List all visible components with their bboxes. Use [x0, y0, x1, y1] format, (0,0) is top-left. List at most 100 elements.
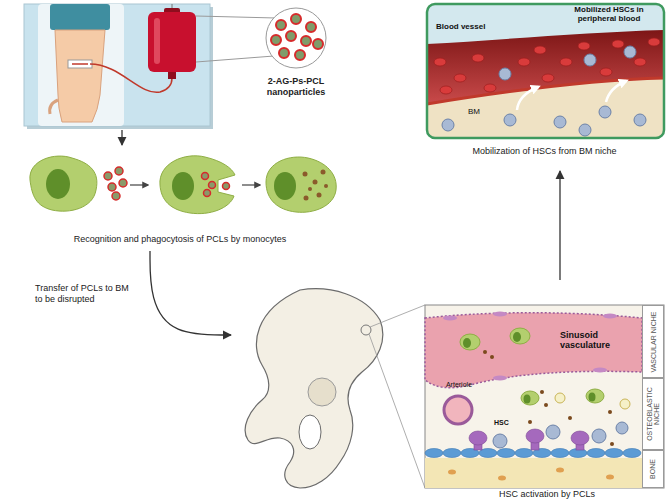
cell-label: HSC — [494, 419, 516, 427]
infusion-scene — [72, 63, 88, 65]
monocyte-row — [308, 187, 312, 191]
bone-marrow-niche — [521, 391, 539, 405]
bone-marrow-niche — [620, 399, 630, 409]
bone-band: BONE — [642, 450, 664, 488]
monocyte-row — [130, 184, 148, 185]
monocyte-row — [303, 170, 329, 201]
bone-marrow-niche — [493, 434, 507, 448]
bone-marrow-niche — [490, 355, 494, 359]
monocyte-row — [274, 172, 296, 200]
bone-marrow-niche — [493, 422, 628, 448]
panel-caption: Mobilization of HSCs from BM niche — [420, 146, 669, 157]
mobilization-scene — [442, 46, 646, 136]
nanoparticle-zoom — [279, 48, 289, 58]
mobilization-scene — [648, 38, 660, 46]
monocyte-row — [46, 169, 70, 199]
bone-marrow-niche — [483, 350, 487, 354]
mobilization-scene — [554, 116, 566, 128]
mobilization-scene — [442, 119, 454, 131]
mobilization-scene — [542, 74, 554, 82]
bone-marrow-niche — [425, 313, 642, 388]
monocyte-row — [108, 183, 116, 191]
flow-arrow — [559, 171, 560, 280]
monocyte-row — [112, 192, 120, 200]
bone-marrow-niche — [603, 314, 617, 319]
bone-marrow-niche — [526, 429, 544, 443]
bone-marrow-niche — [463, 338, 471, 348]
region-label: Mobilized HSCs in peripheral blood — [560, 5, 658, 23]
infusion-scene — [50, 4, 110, 30]
bone-marrow-niche — [623, 449, 641, 458]
bone-marrow-niche — [498, 476, 506, 481]
bone-marrow-niche — [483, 350, 614, 446]
mobilization-scene — [624, 46, 636, 58]
bone-marrow-niche — [444, 396, 472, 424]
mobilization-scene — [634, 114, 646, 126]
mobilization-scene — [440, 86, 452, 94]
particle-label: 2-AG-Ps-PCL nanoparticles — [260, 76, 332, 98]
monocyte-row — [321, 170, 326, 175]
bone-marrow-niche — [605, 449, 623, 458]
mobilization-scene — [534, 46, 546, 54]
monocyte-row — [242, 184, 260, 185]
region-label: BM — [468, 107, 492, 116]
bone-marrow-niche — [513, 332, 521, 342]
infusion-scene — [148, 12, 196, 72]
nanoparticle-zoom — [291, 14, 301, 24]
mobilization-scene — [634, 58, 646, 66]
bone-marrow-niche — [425, 449, 443, 458]
bone-marrow-niche — [443, 449, 461, 458]
mobilization-scene — [578, 42, 590, 50]
mobilization-scene — [600, 68, 612, 76]
bone-marrow-niche — [555, 393, 565, 403]
mobilization-scene — [427, 4, 664, 140]
mobilization-scene — [499, 68, 511, 80]
bone-marrow-niche — [460, 334, 480, 350]
hip-bone — [299, 415, 321, 449]
monocyte-row — [324, 184, 328, 188]
monocyte-row — [209, 182, 216, 189]
bone-marrow-niche — [469, 429, 589, 450]
monocyte-row — [30, 156, 97, 211]
bone-marrow-niche — [493, 376, 507, 381]
bone-marrow-niche — [608, 410, 612, 414]
bone-marrow-niche — [448, 470, 456, 475]
niche-band: VASCULAR NICHE — [642, 305, 664, 378]
bone-marrow-niche — [425, 305, 664, 488]
niche-band: OSTEOBLASTIC NICHE — [642, 378, 664, 450]
infusion-scene — [55, 30, 105, 122]
infusion-scene — [24, 4, 210, 126]
flow-arrow — [121, 130, 122, 145]
bone-marrow-niche — [524, 395, 531, 404]
mobilization-scene — [434, 58, 446, 66]
nanoparticle-zoom — [313, 39, 323, 49]
monocyte-row — [317, 193, 322, 198]
bone-marrow-niche — [589, 393, 596, 402]
bone-marrow-niche — [460, 328, 630, 409]
mobilization-scene — [612, 40, 624, 48]
nanoparticle-zoom — [306, 22, 316, 32]
monocyte-row — [223, 183, 230, 190]
bone-marrow-niche — [610, 442, 614, 446]
band-label: VASCULAR NICHE — [643, 306, 663, 377]
monocyte-row — [202, 173, 230, 197]
nanoparticle-zoom — [301, 36, 311, 46]
nanoparticle-zoom — [266, 8, 326, 68]
bone-marrow-niche — [469, 431, 487, 445]
band-label: BONE — [643, 451, 663, 487]
bone-marrow-niche — [528, 420, 532, 424]
mobilization-scene — [427, 30, 664, 138]
mobilization-scene — [427, 30, 664, 104]
bone-marrow-niche — [586, 389, 604, 403]
bone-marrow-niche — [587, 449, 605, 458]
mobilization-scene — [560, 58, 572, 66]
monocyte-row — [160, 156, 235, 214]
bone-marrow-niche — [571, 431, 589, 445]
bone-marrow-niche — [493, 312, 507, 317]
monocyte-row — [104, 172, 112, 180]
bone-marrow-niche — [425, 305, 664, 488]
bone-marrow-niche — [443, 316, 457, 321]
mobilization-scene — [504, 114, 516, 126]
